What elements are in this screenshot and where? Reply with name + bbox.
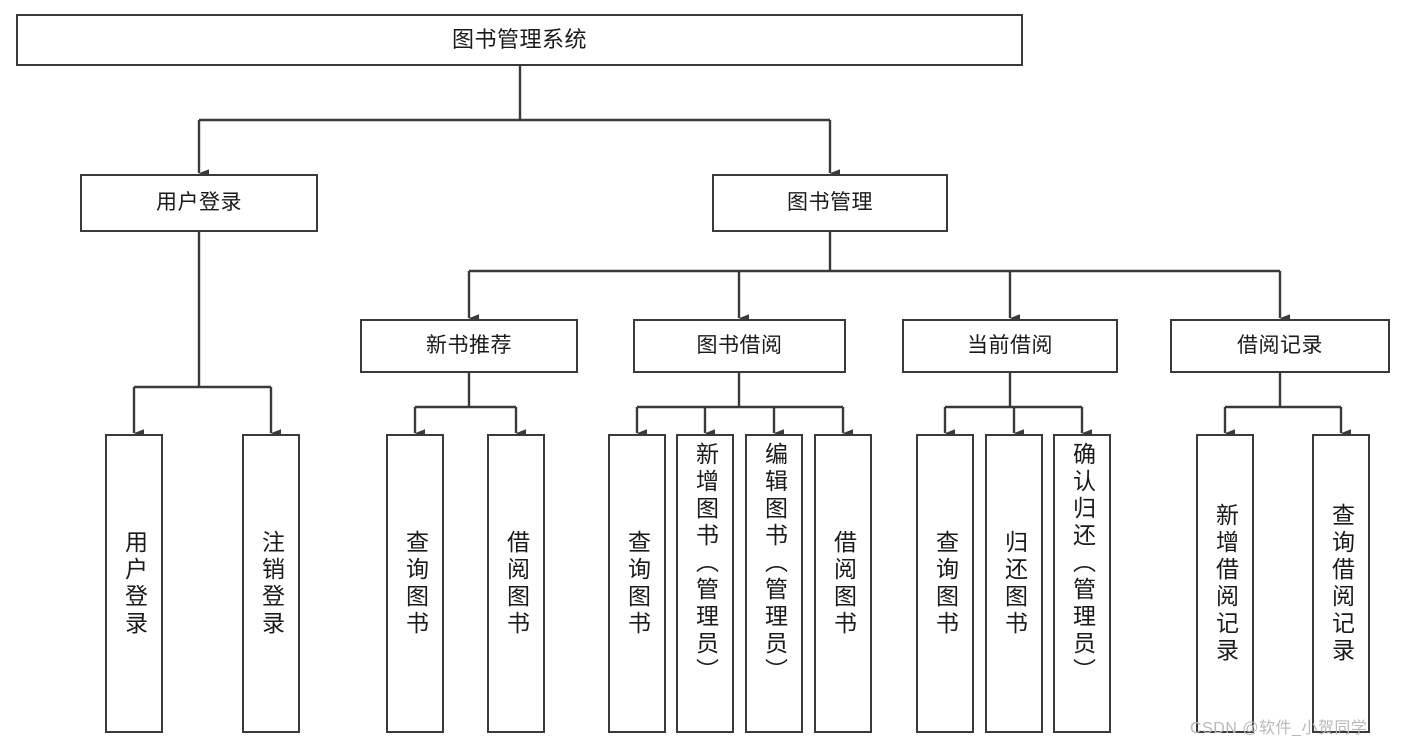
leaf-user-login-label: 用户登录 xyxy=(121,529,148,638)
node-root-label: 图书管理系统 xyxy=(451,26,587,52)
leaf-add-record[interactable]: 新增借阅记录 xyxy=(1196,434,1254,733)
leaf-query-record[interactable]: 查询借阅记录 xyxy=(1312,434,1370,733)
leaf-confirm-return[interactable]: 确认归还（管理员） xyxy=(1053,434,1111,733)
leaf-user-logout-label: 注销登录 xyxy=(258,529,285,638)
leaf-query-record-label: 查询借阅记录 xyxy=(1328,502,1355,665)
node-current-borrow-label: 当前借阅 xyxy=(967,334,1053,358)
node-current-borrow[interactable]: 当前借阅 xyxy=(902,319,1118,373)
node-borrow-record[interactable]: 借阅记录 xyxy=(1170,319,1390,373)
node-new-book-recommend-label: 新书推荐 xyxy=(426,334,512,358)
leaf-return-book-label: 归还图书 xyxy=(1001,529,1028,638)
node-book-management-label: 图书管理 xyxy=(787,191,873,215)
leaf-borrow-book-1[interactable]: 借阅图书 xyxy=(487,434,545,733)
leaf-borrow-book-2[interactable]: 借阅图书 xyxy=(814,434,872,733)
node-user-login-label: 用户登录 xyxy=(156,191,242,215)
leaf-query-book-3[interactable]: 查询图书 xyxy=(916,434,974,733)
node-book-borrow-label: 图书借阅 xyxy=(696,334,783,358)
leaf-user-login[interactable]: 用户登录 xyxy=(105,434,163,733)
csdn-watermark: CSDN @软件_小贺同学 xyxy=(1190,720,1368,737)
leaf-query-book-1[interactable]: 查询图书 xyxy=(386,434,444,733)
leaf-edit-book-label: 编辑图书（管理员） xyxy=(761,442,788,685)
leaf-add-record-label: 新增借阅记录 xyxy=(1212,502,1239,665)
leaf-query-book-2-label: 查询图书 xyxy=(624,529,651,638)
leaf-return-book[interactable]: 归还图书 xyxy=(985,434,1043,733)
leaf-query-book-2[interactable]: 查询图书 xyxy=(608,434,666,733)
leaf-user-logout[interactable]: 注销登录 xyxy=(242,434,300,733)
node-borrow-record-label: 借阅记录 xyxy=(1237,334,1323,358)
leaf-add-book[interactable]: 新增图书（管理员） xyxy=(676,434,734,733)
leaf-confirm-return-label: 确认归还（管理员） xyxy=(1069,442,1096,685)
node-user-login[interactable]: 用户登录 xyxy=(80,174,318,232)
leaf-query-book-3-label: 查询图书 xyxy=(932,529,959,638)
node-book-management[interactable]: 图书管理 xyxy=(712,174,948,232)
node-book-borrow[interactable]: 图书借阅 xyxy=(633,319,846,373)
leaf-add-book-label: 新增图书（管理员） xyxy=(692,442,719,685)
leaf-query-book-1-label: 查询图书 xyxy=(402,529,429,638)
node-root[interactable]: 图书管理系统 xyxy=(16,14,1023,66)
leaf-borrow-book-2-label: 借阅图书 xyxy=(830,529,857,638)
node-new-book-recommend[interactable]: 新书推荐 xyxy=(360,319,578,373)
leaf-edit-book[interactable]: 编辑图书（管理员） xyxy=(745,434,803,733)
leaf-borrow-book-1-label: 借阅图书 xyxy=(503,529,530,638)
